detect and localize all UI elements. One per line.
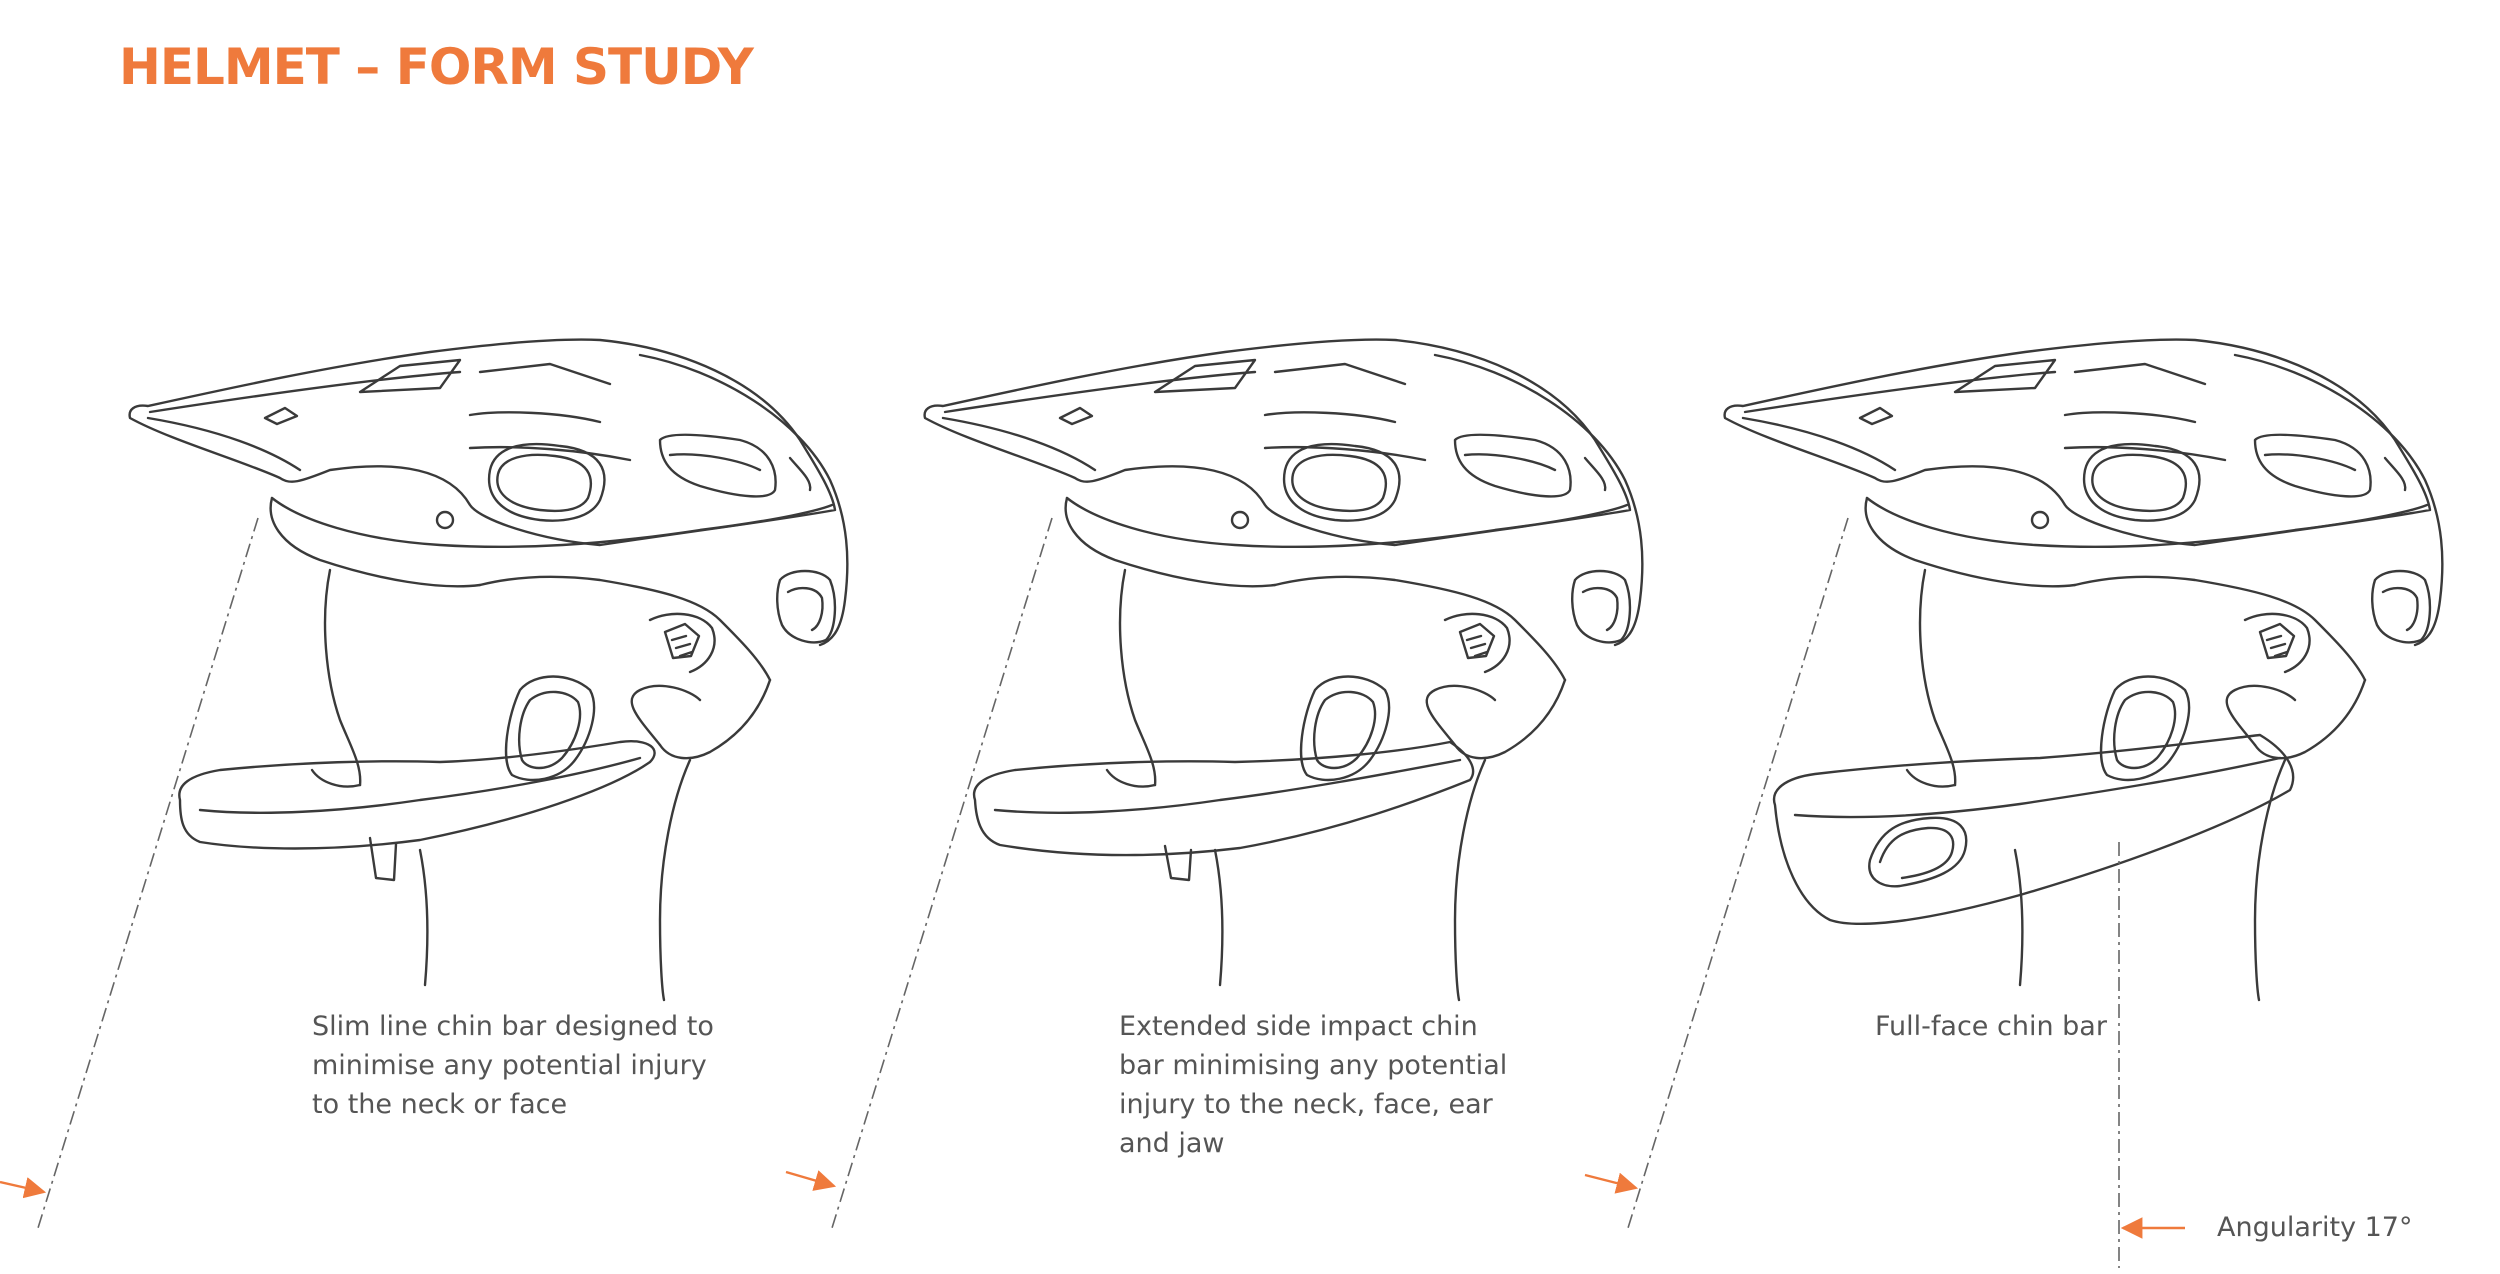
angularity-label: Angularity 17°	[2217, 1212, 2413, 1243]
page-title: HELMET – FORM STUDY	[119, 38, 754, 96]
caption-extended-chin-bar: Extended side impact chin bar minimising…	[1119, 1007, 1507, 1163]
caption-line: and jaw	[1119, 1128, 1225, 1159]
helmet-sketch-shell	[128, 338, 849, 1002]
caption-line: bar minimising any potential	[1119, 1050, 1508, 1081]
caption-line: minimise any potential injury	[312, 1050, 707, 1081]
caption-line: to the neck or face	[312, 1089, 568, 1120]
caption-slim-chin-bar: Slim line chin bar designed to minimise …	[312, 1007, 714, 1124]
angle-guide-line-3	[1627, 517, 1849, 1229]
caption-line: Slim line chin bar designed to	[312, 1011, 714, 1042]
full-face-chin-bar-detail	[1772, 733, 2295, 925]
caption-line: Full-face chin bar	[1875, 1011, 2107, 1042]
caption-line: injury to the neck, face, ear	[1119, 1089, 1493, 1120]
caption-line: Extended side impact chin	[1119, 1011, 1478, 1042]
angle-guide-line-2	[831, 517, 1053, 1229]
extended-chin-bar-detail	[972, 740, 1475, 882]
angle-guide-line-1	[37, 517, 259, 1229]
caption-full-face-chin-bar: Full-face chin bar	[1875, 1007, 2107, 1046]
arrow-marker-3	[1584, 1172, 1639, 1194]
arrow-marker-1	[0, 1177, 47, 1199]
arrow-marker-2	[785, 1170, 837, 1191]
slim-chin-bar-detail	[178, 740, 656, 882]
